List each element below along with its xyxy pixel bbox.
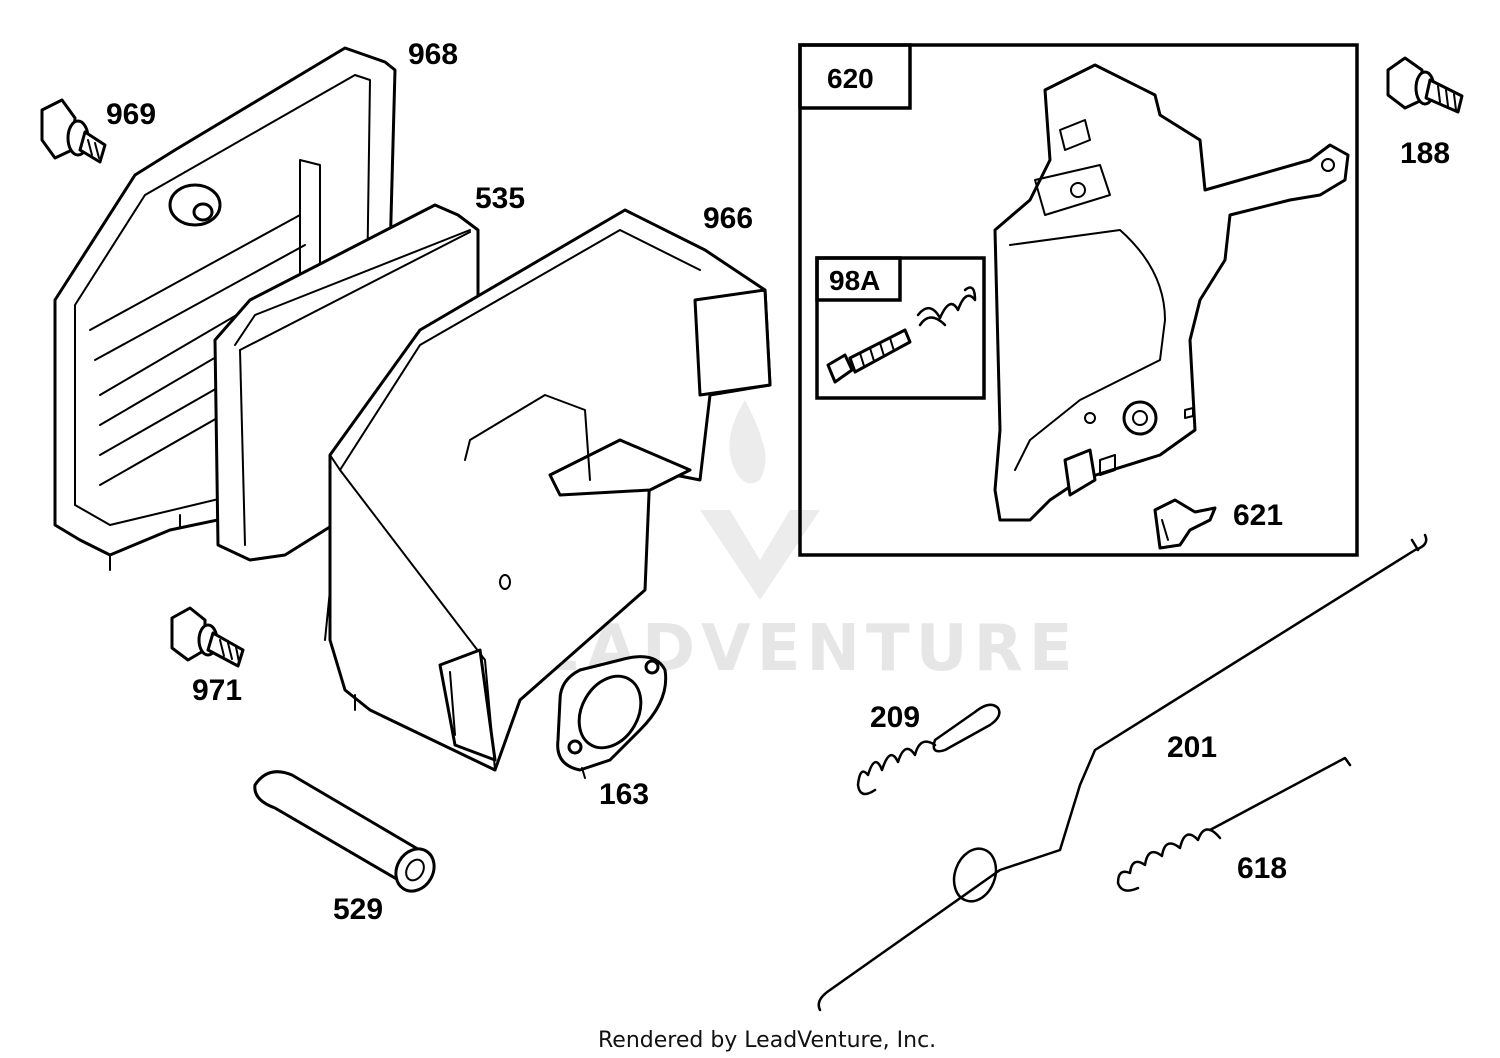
clip-621[interactable] [1153, 498, 1217, 550]
bolt-971[interactable] [170, 606, 245, 668]
label-209[interactable]: 209 [870, 701, 920, 734]
gasket-163[interactable] [556, 655, 668, 779]
label-971[interactable]: 971 [192, 674, 242, 707]
label-621[interactable]: 621 [1233, 499, 1283, 532]
part-labels: 968 969 535 966 971 163 529 620 98A 621 … [106, 38, 1450, 926]
label-98A[interactable]: 98A [829, 265, 880, 296]
label-620[interactable]: 620 [827, 63, 874, 94]
spring-209[interactable] [856, 703, 1001, 796]
screw-spring-kit-box-98A [815, 256, 986, 400]
control-bracket-box-620 [798, 43, 1359, 557]
spring-618[interactable] [1116, 756, 1352, 892]
label-618[interactable]: 618 [1237, 852, 1287, 885]
label-188[interactable]: 188 [1400, 137, 1450, 170]
bolt-969[interactable] [40, 98, 107, 164]
label-968[interactable]: 968 [408, 38, 458, 71]
label-535[interactable]: 535 [475, 182, 525, 215]
label-529[interactable]: 529 [333, 893, 383, 926]
footer-credit: Rendered by LeadVenture, Inc. [598, 1028, 936, 1053]
label-163[interactable]: 163 [599, 778, 649, 811]
label-969[interactable]: 969 [106, 98, 156, 131]
label-966[interactable]: 966 [703, 202, 753, 235]
tube-529[interactable] [253, 770, 442, 898]
bolt-188[interactable] [1386, 56, 1464, 114]
rod-201[interactable] [817, 533, 1428, 1012]
label-201[interactable]: 201 [1167, 731, 1217, 764]
air-cleaner-cover-966[interactable] [324, 208, 772, 772]
